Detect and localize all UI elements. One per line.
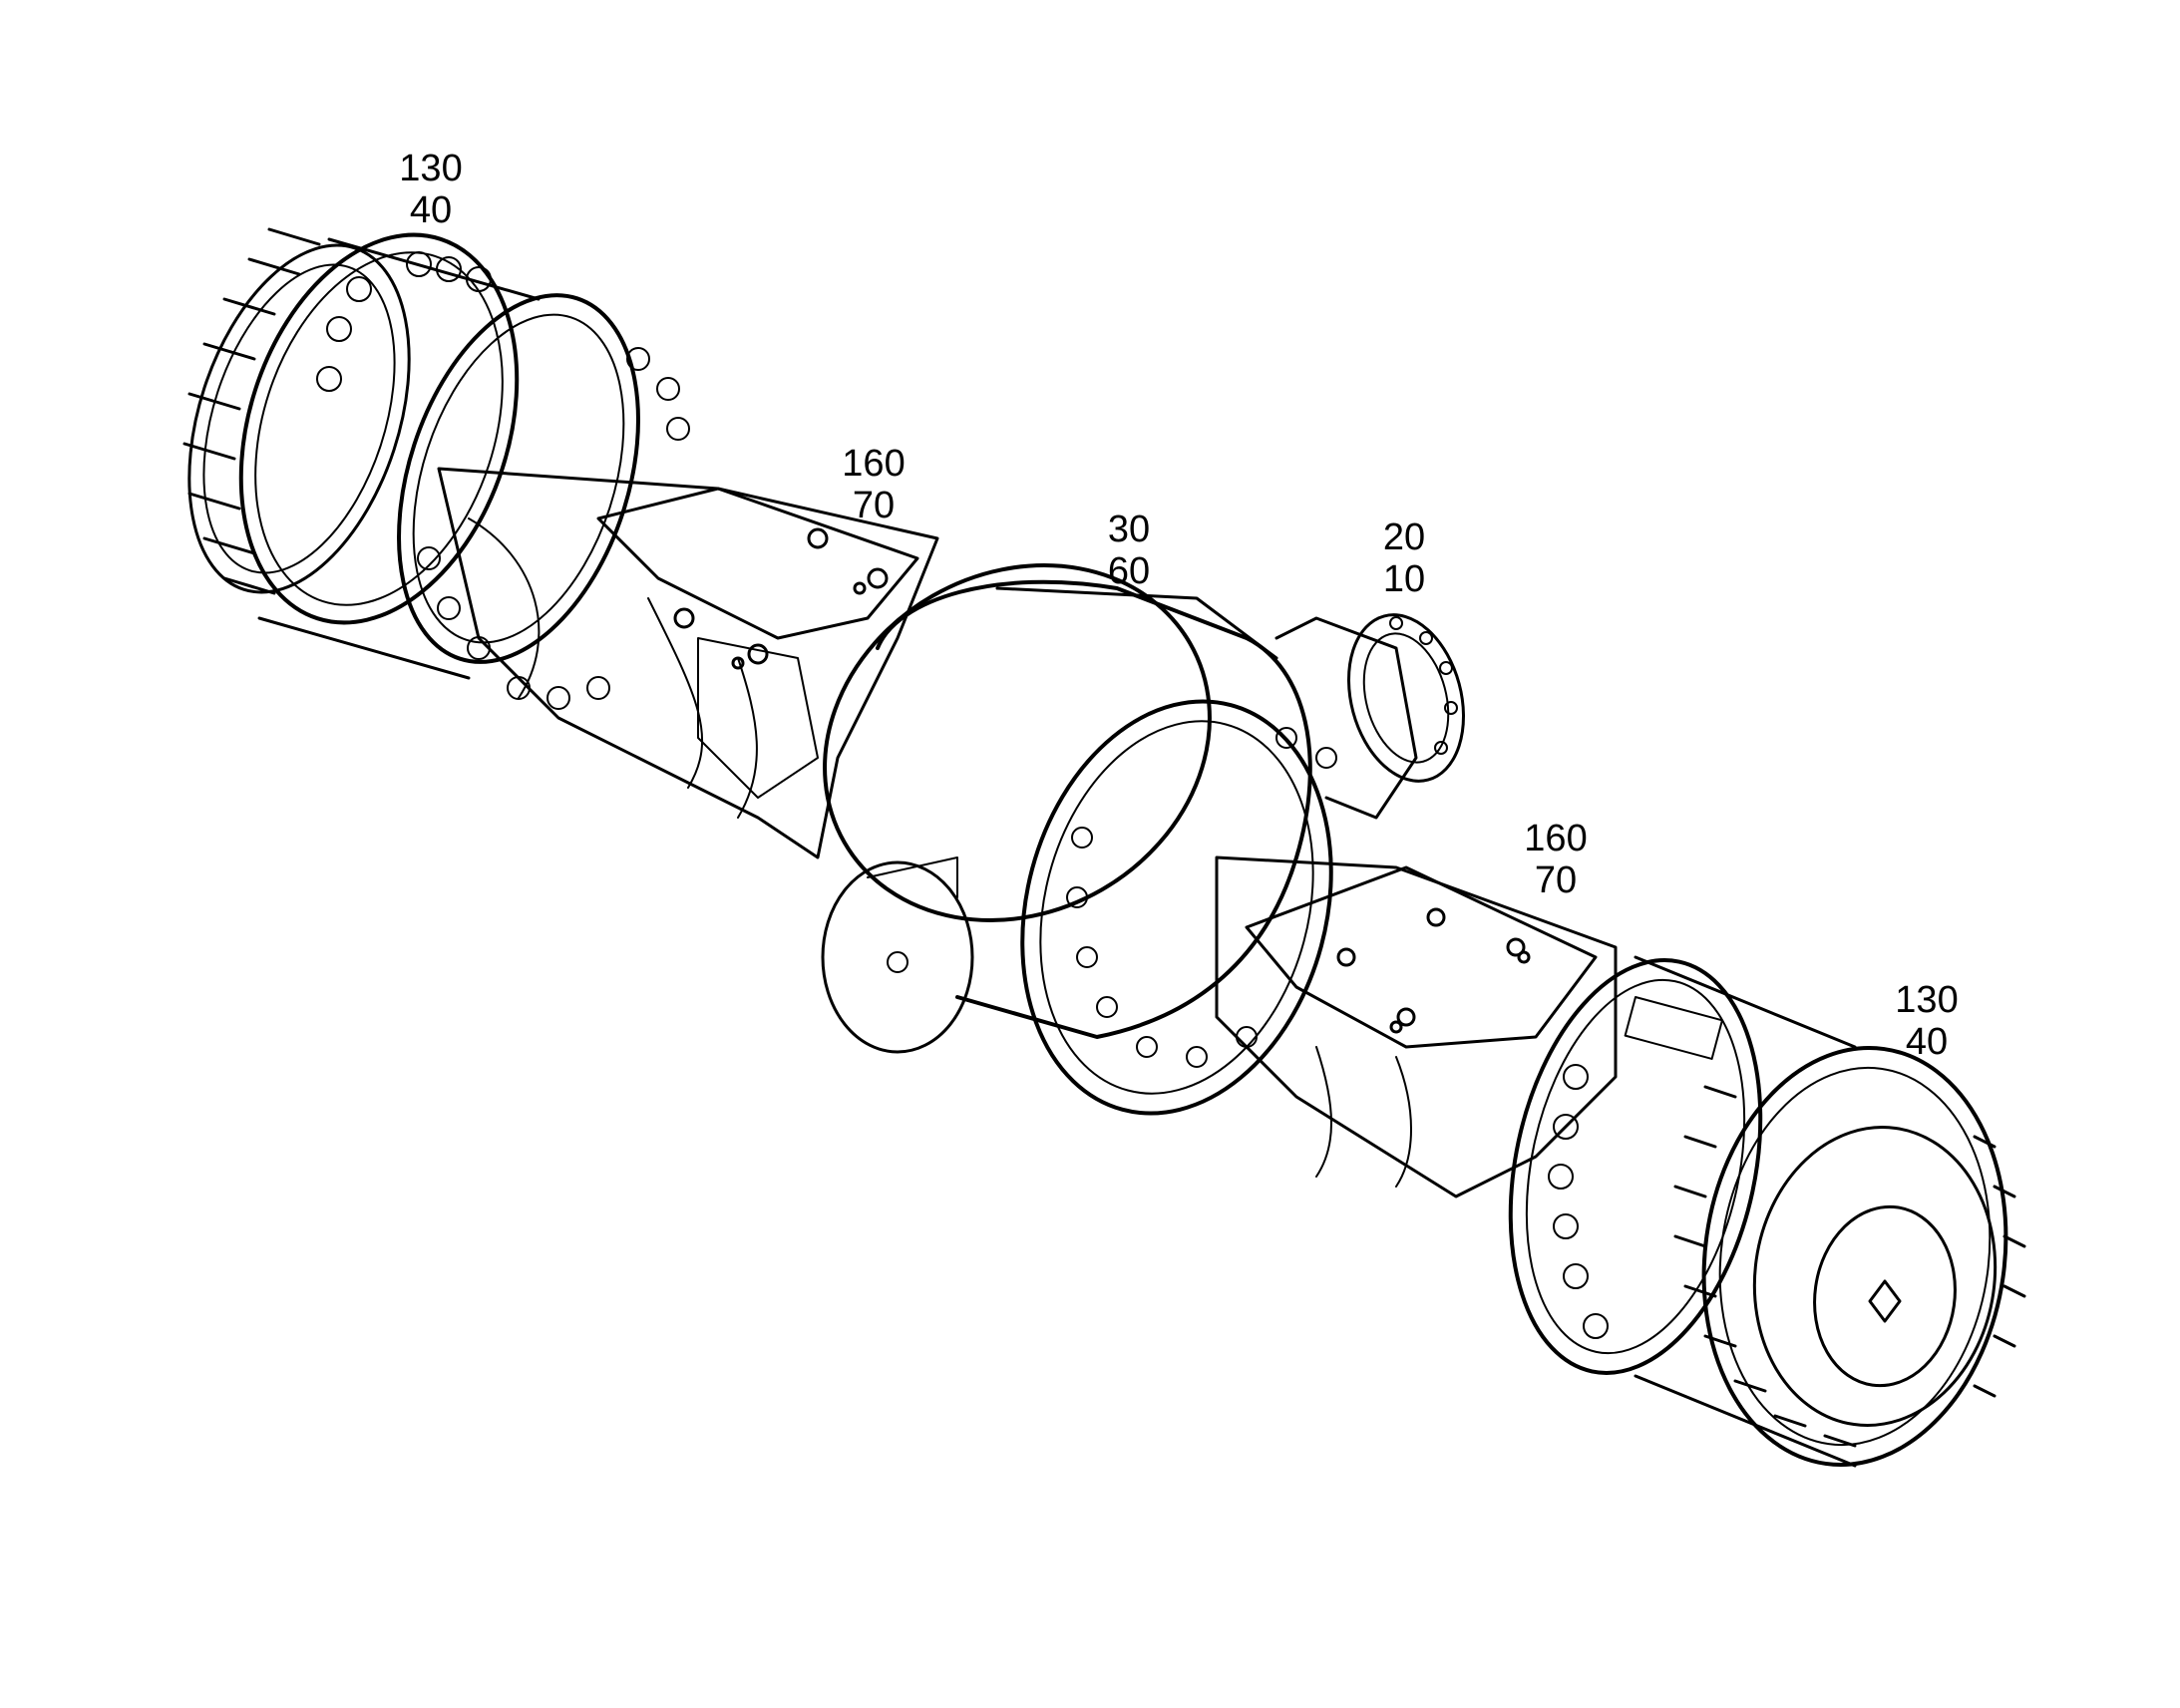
callout-differential-line1: 30: [1107, 509, 1151, 550]
wheel-hub-left: [182, 227, 690, 710]
callout-axle-tube-left: 160 70: [814, 443, 933, 526]
callout-wheel-hub-left: 130 40: [371, 148, 491, 231]
callout-differential-line2: 60: [1107, 550, 1151, 592]
differential-housing: [821, 563, 1337, 1116]
callout-differential: 30 60: [1069, 509, 1189, 592]
callout-wheel-hub-left-line2: 40: [409, 189, 453, 231]
callout-wheel-hub-right-line2: 40: [1905, 1021, 1949, 1063]
callout-wheel-hub-left-line1: 130: [399, 148, 463, 189]
wheel-hub-right: [1508, 955, 2026, 1468]
callout-wheel-hub-right-line1: 130: [1895, 979, 1959, 1021]
callout-input-flange: 20 10: [1344, 516, 1464, 600]
callout-axle-tube-left-line2: 70: [852, 485, 896, 526]
input-flange: [1274, 613, 1466, 820]
callout-axle-tube-right-line1: 160: [1524, 818, 1588, 859]
axle-tube-right: [1215, 855, 1618, 1198]
callout-axle-tube-right-line2: 70: [1534, 859, 1578, 901]
callout-wheel-hub-right: 130 40: [1867, 979, 1987, 1063]
callout-axle-tube-right: 160 70: [1496, 818, 1616, 901]
callout-axle-tube-left-line1: 160: [842, 443, 906, 485]
callout-input-flange-line1: 20: [1382, 516, 1426, 558]
axle-tube-left: [437, 467, 939, 859]
callout-input-flange-line2: 10: [1382, 558, 1426, 600]
